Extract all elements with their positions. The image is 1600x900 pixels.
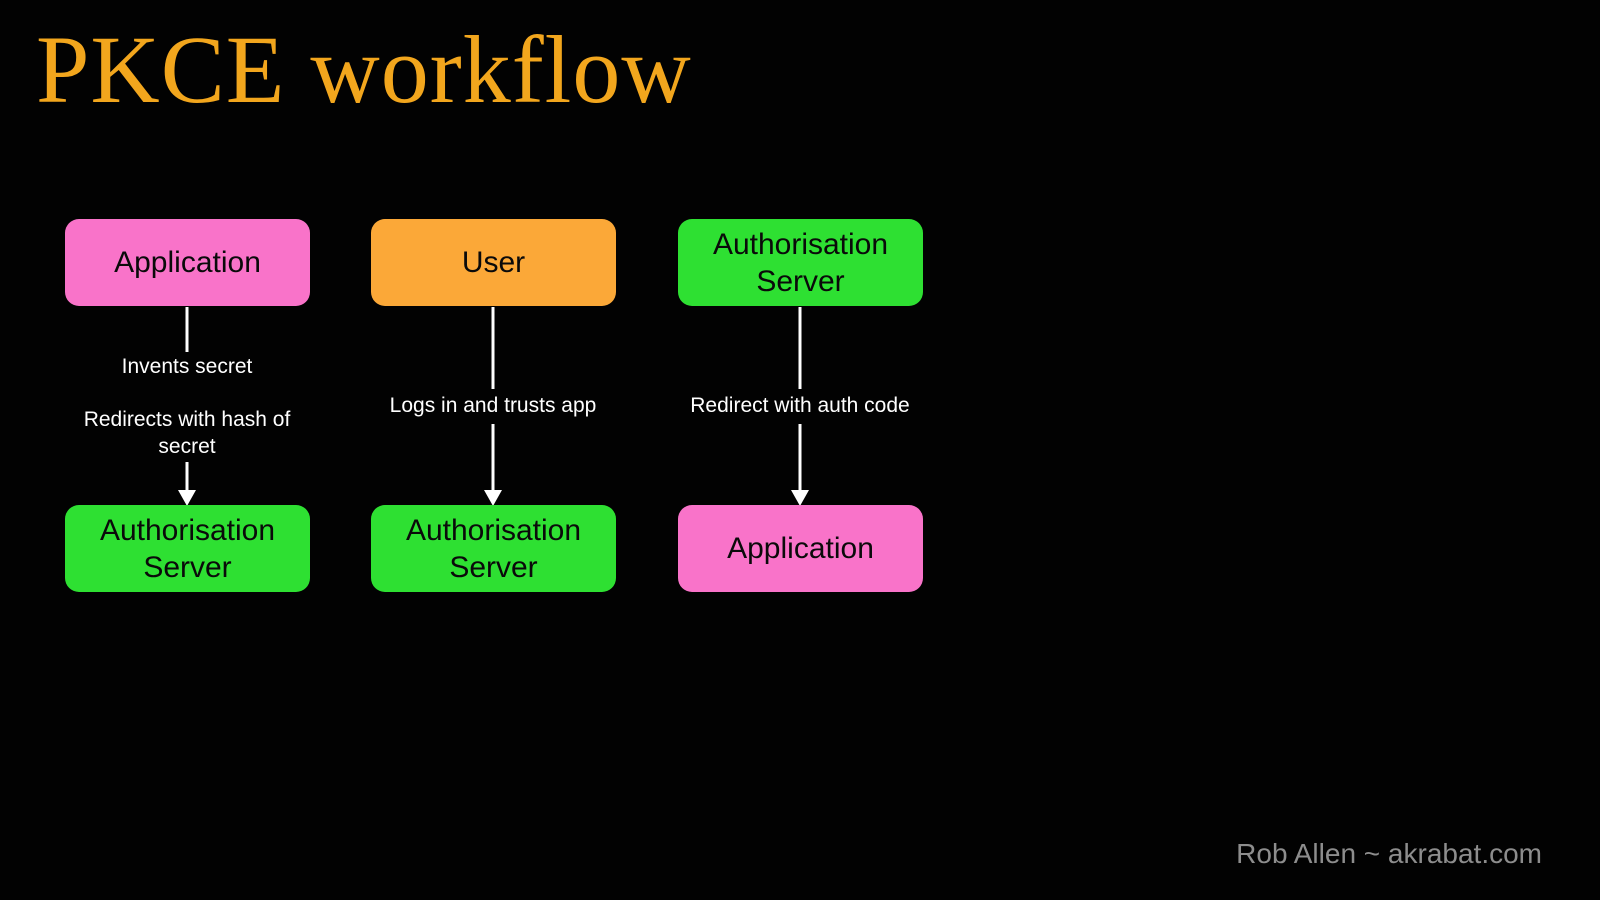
- edge-label-invents-secret: Invents secret: [121, 355, 253, 378]
- edge-line: [185, 462, 189, 492]
- node-label: Application: [727, 532, 874, 565]
- node-label: Authorisation Server: [712, 227, 889, 298]
- edge-line: [491, 424, 495, 490]
- edge-line: [491, 307, 495, 389]
- node-authorisation-server-2: Authorisation Server: [371, 505, 616, 592]
- footer-credit: Rob Allen ~ akrabat.com: [1236, 838, 1542, 869]
- node-label: Authorisation Server: [99, 513, 276, 584]
- node-label: Authorisation Server: [405, 513, 582, 584]
- edge-label-redirect-auth-code: Redirect with auth code: [690, 394, 910, 417]
- page-title: PKCE workflow: [36, 16, 692, 123]
- node-label: Application: [114, 246, 261, 279]
- node-user: User: [371, 219, 616, 306]
- arrow-down-icon: [791, 490, 809, 506]
- arrow-down-icon: [484, 490, 502, 506]
- node-application-2: Application: [678, 505, 923, 592]
- edge-line: [185, 307, 189, 352]
- arrow-down-icon: [178, 490, 196, 506]
- edge-label-redirects-with-hash: Redirects with hash of secret: [83, 408, 291, 458]
- node-label: User: [461, 246, 526, 279]
- edge-line: [798, 307, 802, 389]
- node-authorisation-server-3: Authorisation Server: [678, 219, 923, 306]
- edge-label-logs-in: Logs in and trusts app: [389, 394, 597, 417]
- node-authorisation-server-1: Authorisation Server: [65, 505, 310, 592]
- edge-line: [798, 424, 802, 490]
- node-application-1: Application: [65, 219, 310, 306]
